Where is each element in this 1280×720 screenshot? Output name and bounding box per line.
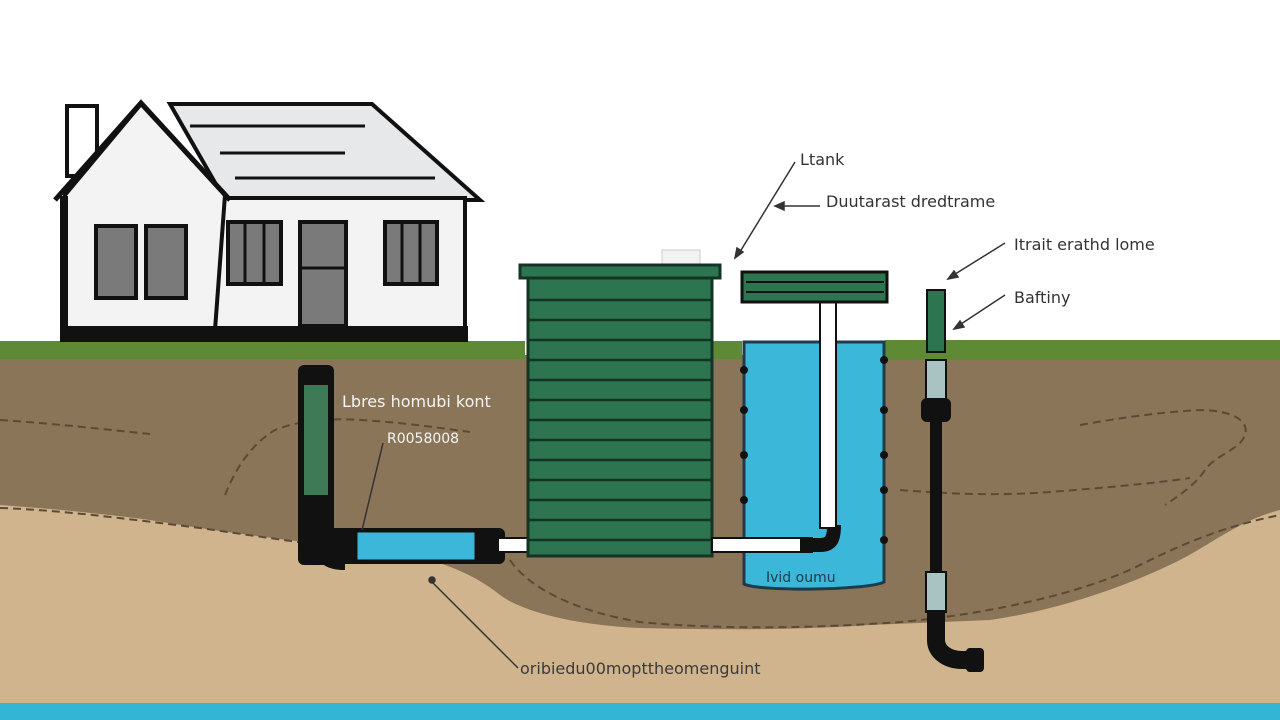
soil-dash-line (899, 477, 1191, 496)
grass-middle (712, 341, 742, 359)
soil-dash-line (0, 419, 151, 435)
inlet-pipe (298, 365, 529, 570)
grass-right (885, 340, 1280, 360)
window (226, 220, 283, 286)
tank-body (526, 276, 714, 558)
gable-roof-edge (53, 99, 232, 202)
tank-lid (518, 263, 722, 280)
trench-label: Ivid oumu (766, 570, 836, 586)
window (144, 224, 188, 300)
vent-pipe (921, 289, 984, 672)
window (383, 220, 439, 286)
inlet-water-chamber (354, 529, 478, 563)
soil-dash-line (1079, 408, 1247, 506)
outlet-label: Duutarast dredtrame (826, 192, 996, 211)
inlet-top-label: Itrait erathd lome (1014, 235, 1155, 254)
groundwater-band (0, 703, 1280, 720)
bottom-label: oribiedu00mopttheomenguint (520, 659, 761, 678)
baffle-label: Baftiny (1014, 288, 1071, 307)
label-pointers (361, 161, 1006, 669)
soil-dash-line (224, 418, 471, 496)
septic-tank (518, 249, 722, 558)
drain-pit (711, 270, 889, 591)
house-foundation (60, 326, 468, 342)
left-pipe-label: Lbres homubi kont (342, 392, 491, 411)
door (298, 220, 348, 328)
soil-dash-line (509, 514, 1280, 629)
distribution-box (740, 270, 889, 304)
tank-label: Ltank (800, 150, 845, 169)
soil-dash-line (0, 507, 373, 551)
code-label: R0058008 (387, 431, 460, 447)
house (53, 99, 486, 342)
grass-left (0, 341, 525, 359)
window (94, 224, 138, 300)
